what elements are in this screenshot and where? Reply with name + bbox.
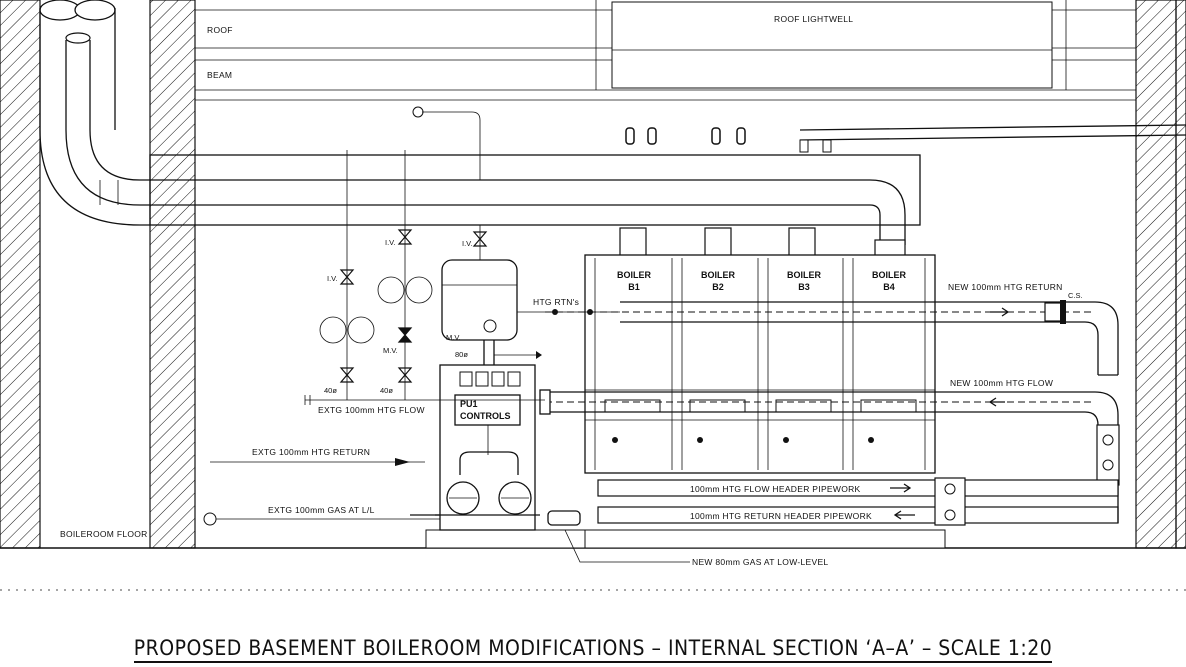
new-gas-label: NEW 80mm GAS AT LOW-LEVEL	[692, 557, 828, 567]
right-wall-edge	[1175, 0, 1186, 549]
left-outer-wall	[0, 0, 41, 549]
extg-return-label: EXTG 100mm HTG RETURN	[252, 447, 370, 457]
pump-controls-unit	[410, 320, 581, 531]
boileroom-floor-label: BOILEROOM FLOOR	[60, 529, 148, 539]
return-header-label: 100mm HTG RETURN HEADER PIPEWORK	[690, 511, 872, 521]
left-inner-column	[149, 0, 196, 549]
pu1-label: PU1	[460, 399, 478, 409]
mv-label-1: M.V.	[383, 346, 398, 355]
right-wall	[1135, 0, 1177, 549]
cs-label: C.S.	[1068, 291, 1083, 300]
size-40-label-b: 40ø	[380, 386, 393, 395]
new-flow-label: NEW 100mm HTG FLOW	[950, 378, 1053, 388]
boiler-b1-id: B1	[628, 282, 640, 292]
htg-rtns-label: HTG RTN's	[533, 297, 579, 307]
htg-pipework	[539, 300, 1120, 526]
boiler-b3-label: BOILER	[787, 270, 822, 280]
boiler-b1-label: BOILER	[617, 270, 652, 280]
boiler-b2-label: BOILER	[701, 270, 736, 280]
extg-gas-label: EXTG 100mm GAS AT L/L	[268, 505, 375, 515]
size-40-label-a: 40ø	[324, 386, 337, 395]
roof-lightwell-label: ROOF LIGHTWELL	[774, 14, 853, 24]
flow-header-label: 100mm HTG FLOW HEADER PIPEWORK	[690, 484, 861, 494]
iv-label-3: I.V.	[327, 274, 338, 283]
pu1-controls-label: CONTROLS	[460, 411, 511, 421]
flue-pipework	[39, 0, 1186, 259]
section-drawing: ROOF ROOF LIGHTWELL BEAM BOILEROOM FLOOR	[0, 0, 1186, 591]
new-return-label: NEW 100mm HTG RETURN	[948, 282, 1063, 292]
roof-label: ROOF	[207, 25, 233, 35]
size-80-label: 80ø	[455, 350, 468, 359]
drawing-title: PROPOSED BASEMENT BOILEROOM MODIFICATION…	[0, 636, 1186, 663]
boiler-b4-id: B4	[883, 282, 895, 292]
extg-flow-label: EXTG 100mm HTG FLOW	[318, 405, 425, 415]
beam-label: BEAM	[207, 70, 232, 80]
boiler-casing	[584, 254, 936, 474]
boiler-b2-id: B2	[712, 282, 724, 292]
mv-label-2: M.V.	[446, 333, 461, 342]
boiler-b3-id: B3	[798, 282, 810, 292]
boiler-bank	[584, 254, 936, 474]
drawing-title-text: PROPOSED BASEMENT BOILEROOM MODIFICATION…	[133, 636, 1053, 663]
building-structure	[0, 0, 1186, 591]
boiler-b4-label: BOILER	[872, 270, 907, 280]
iv-label-1: I.V.	[462, 239, 473, 248]
expansion-and-valves	[203, 106, 690, 563]
iv-label-2: I.V.	[385, 238, 396, 247]
